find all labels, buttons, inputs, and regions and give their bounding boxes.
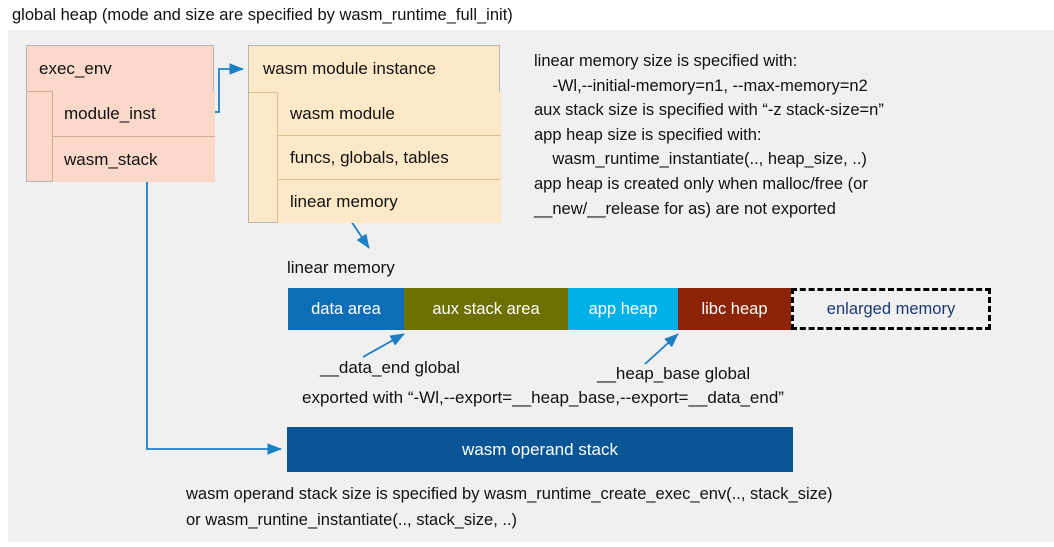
linear-memory-notes: linear memory size is specified with: -W… xyxy=(534,52,884,218)
wasm-module-instance-header: wasm module instance xyxy=(249,46,499,93)
linear-memory-label: linear memory xyxy=(287,258,395,277)
memory-segment-data-area: data area xyxy=(288,288,404,330)
memory-segment-libc-heap: libc heap xyxy=(678,288,791,330)
wmi-row-linear-memory: linear memory xyxy=(277,180,501,223)
wmi-row-funcs-globals-tables: funcs, globals, tables xyxy=(277,136,501,180)
exec-env-header: exec_env xyxy=(27,46,213,92)
operand-stack-notes: wasm operand stack size is specified by … xyxy=(186,485,833,529)
callout-exported-with: exported with “-Wl,--export=__heap_base,… xyxy=(302,388,784,407)
exec-env-row-wasm-stack: wasm_stack xyxy=(52,137,215,182)
memory-segment-enlarged-memory: enlarged memory xyxy=(791,288,991,330)
wmi-row-wasm-module: wasm module xyxy=(277,92,501,136)
callout-heap-base: __heap_base global xyxy=(597,364,751,383)
memory-segment-aux-stack-area: aux stack area xyxy=(404,288,568,330)
wasm-module-instance-box: wasm module instance wasm module funcs, … xyxy=(248,45,501,223)
memory-segment-app-heap: app heap xyxy=(568,288,678,330)
callout-data-end: __data_end global xyxy=(320,358,460,377)
page-title: global heap (mode and size are specified… xyxy=(12,6,513,24)
wasm-operand-stack-box: wasm operand stack xyxy=(287,427,793,472)
exec-env-box: exec_env module_inst wasm_stack xyxy=(26,45,215,182)
exec-env-row-module-inst: module_inst xyxy=(52,91,215,137)
